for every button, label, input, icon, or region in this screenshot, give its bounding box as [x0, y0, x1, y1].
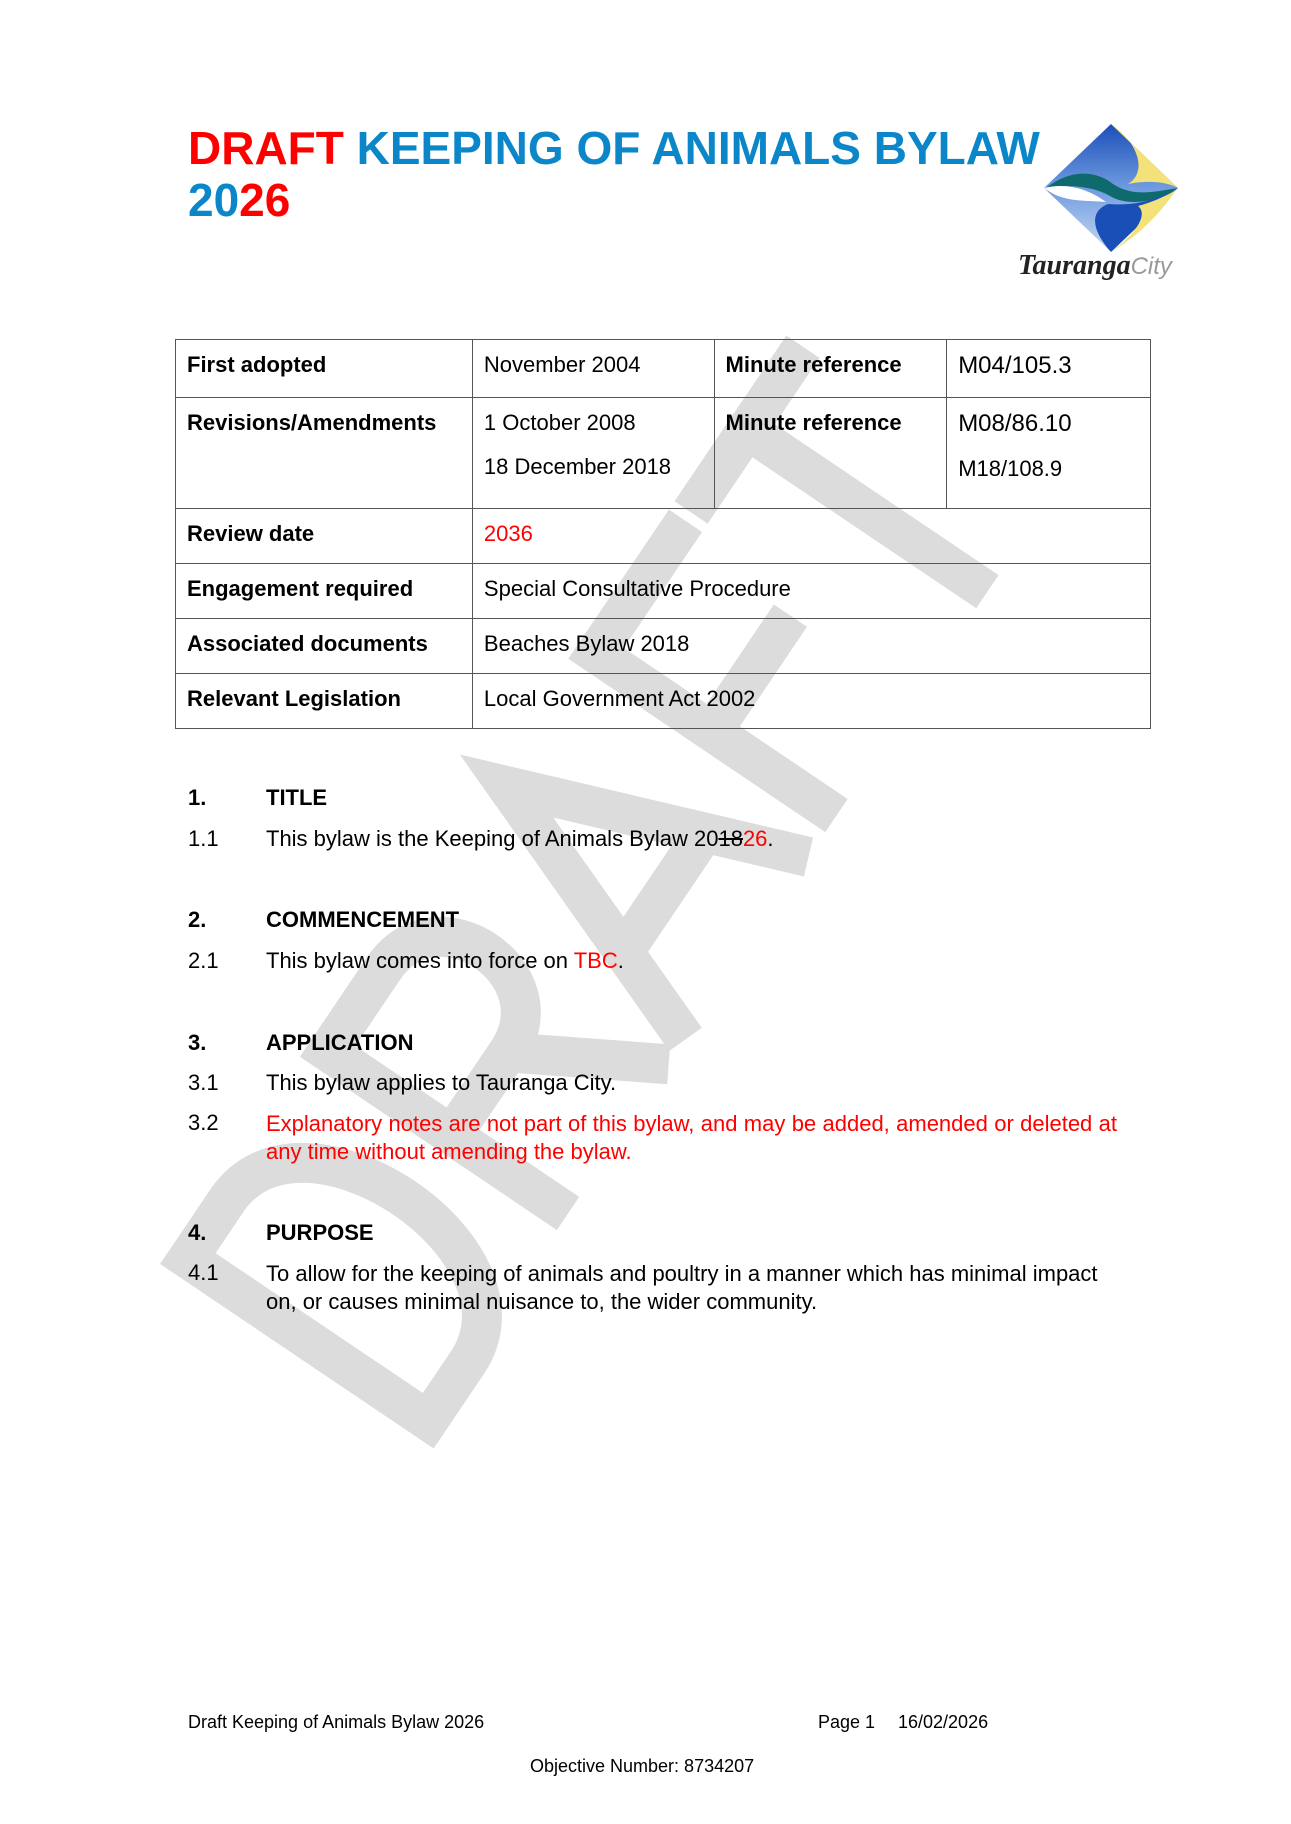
tbc-text: TBC [573, 948, 618, 973]
watermark-letter-a [459, 754, 814, 1051]
minute-reference-value: M18/108.9 [958, 456, 1063, 481]
associated-documents-label: Associated documents [175, 618, 473, 674]
minute-reference-value: M04/105.3 [946, 339, 1151, 398]
footer-page-number: Page 1 [818, 1712, 876, 1732]
footer-date: 16/02/2026 [898, 1712, 989, 1732]
clause-text: This bylaw comes into force on TBC. [266, 948, 624, 973]
clause-text: Explanatory notes are not part of this b… [266, 1111, 1117, 1164]
clause-text: This bylaw is the Keeping of Animals Byl… [266, 826, 774, 851]
section-number: 1. [188, 785, 207, 810]
legislation-label: Relevant Legislation [175, 673, 473, 729]
clause-text: This bylaw applies to Tauranga City. [266, 1070, 617, 1095]
clause-number: 1.1 [188, 826, 219, 851]
clause-number: 2.1 [188, 948, 219, 973]
engagement-label: Engagement required [175, 563, 473, 619]
clause-number: 3.2 [188, 1110, 219, 1135]
document-title: DRAFT KEEPING OF ANIMALS BYLAW 2026 [188, 122, 1040, 226]
revisions-label: Revisions/Amendments [175, 397, 473, 509]
logo-name: Tauranga [1018, 250, 1131, 281]
inserted-text: 26 [742, 826, 768, 851]
bylaw-info-table: First adopted November 2004 Minute refer… [175, 339, 1152, 729]
table-row: First adopted November 2004 Minute refer… [175, 339, 1151, 398]
minute-reference-label: Minute reference [713, 339, 948, 398]
title-draft: DRAFT [188, 122, 344, 174]
clause-number: 3.1 [188, 1070, 219, 1095]
first-adopted-value: November 2004 [471, 339, 715, 398]
section-number: 3. [188, 1030, 207, 1055]
title-main: KEEPING OF ANIMALS BYLAW [356, 122, 1040, 174]
title-year-suffix: 26 [239, 174, 291, 226]
logo-text: TaurangaCity [1018, 250, 1172, 282]
tauranga-city-logo: TaurangaCity [1018, 122, 1200, 288]
deleted-text: 18 [718, 826, 743, 851]
associated-documents-value: Beaches Bylaw 2018 [471, 618, 1152, 674]
section-heading: TITLE [266, 785, 328, 810]
footer-objective-number: Objective Number: 8734207 [530, 1756, 755, 1776]
logo-suffix: City [1130, 253, 1172, 280]
logo-diamond-icon [1044, 124, 1178, 252]
revision-date: 18 December 2018 [483, 454, 672, 479]
first-adopted-label: First adopted [175, 339, 473, 398]
revision-date: 1 October 2008 [483, 410, 636, 435]
section-number: 4. [188, 1220, 207, 1245]
clause-number: 4.1 [188, 1260, 219, 1285]
section-heading: APPLICATION [266, 1030, 414, 1055]
table-row: Review date 2036 [175, 508, 1152, 564]
section-number: 2. [188, 907, 207, 932]
table-row: Engagement required Special Consultative… [175, 563, 1152, 619]
title-year-prefix: 20 [188, 174, 240, 226]
review-date-value: 2036 [471, 508, 1152, 564]
section-heading: PURPOSE [266, 1220, 374, 1245]
table-row: Relevant Legislation Local Government Ac… [175, 673, 1152, 729]
section-heading: COMMENCEMENT [266, 907, 460, 932]
minute-reference-label: Minute reference [713, 397, 948, 509]
engagement-value: Special Consultative Procedure [471, 563, 1152, 619]
revisions-values: 1 October 2008 18 December 2018 [471, 397, 715, 509]
clause-text: To allow for the keeping of animals and … [266, 1261, 1098, 1314]
footer-document-title: Draft Keeping of Animals Bylaw 2026 [188, 1712, 485, 1732]
minute-reference-value: M08/86.10 [958, 410, 1072, 437]
review-date-label: Review date [175, 508, 473, 564]
legislation-value: Local Government Act 2002 [471, 673, 1152, 729]
minute-reference-values: M08/86.10 M18/108.9 [946, 397, 1151, 509]
table-row: Associated documents Beaches Bylaw 2018 [175, 618, 1152, 674]
table-row: Revisions/Amendments 1 October 2008 18 D… [175, 397, 1151, 509]
